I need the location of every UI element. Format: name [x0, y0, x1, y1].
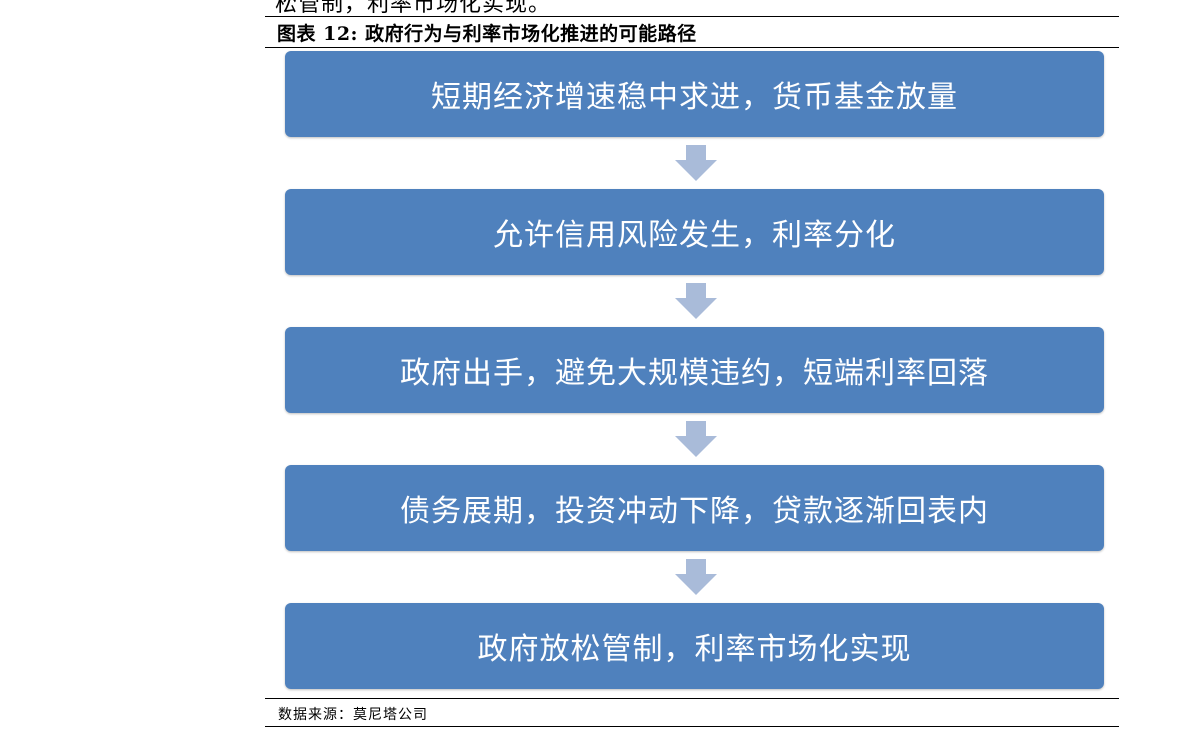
flow-step-4-label: 债务展期，投资冲动下降，贷款逐渐回表内	[400, 494, 989, 529]
figure-title: 图表 12: 政府行为与利率市场化推进的可能路径	[277, 23, 697, 45]
flow-step-1-label: 短期经济增速稳中求进，货币基金放量	[431, 80, 958, 115]
down-arrow-icon	[675, 145, 717, 181]
flow-step-5-label: 政府放松管制，利率市场化实现	[477, 632, 912, 667]
flow-step-3: 政府出手，避免大规模违约，短端利率回落	[285, 327, 1104, 413]
down-arrow-icon	[675, 421, 717, 457]
source-top-rule	[265, 698, 1119, 699]
flow-step-2-label: 允许信用风险发生，利率分化	[493, 218, 896, 253]
previous-paragraph-text: 松管制，利率市场化实现。	[275, 0, 552, 17]
source-note: 数据来源：莫尼塔公司	[278, 707, 428, 723]
down-arrow-icon	[675, 283, 717, 319]
title-rule	[265, 47, 1119, 48]
flow-step-2: 允许信用风险发生，利率分化	[285, 189, 1104, 275]
flow-step-5: 政府放松管制，利率市场化实现	[285, 603, 1104, 689]
flow-step-1: 短期经济增速稳中求进，货币基金放量	[285, 51, 1104, 137]
flow-step-4: 债务展期，投资冲动下降，贷款逐渐回表内	[285, 465, 1104, 551]
flow-step-3-label: 政府出手，避免大规模违约，短端利率回落	[400, 356, 989, 391]
bottom-rule	[265, 726, 1119, 727]
down-arrow-icon	[675, 559, 717, 595]
top-rule	[265, 16, 1119, 17]
